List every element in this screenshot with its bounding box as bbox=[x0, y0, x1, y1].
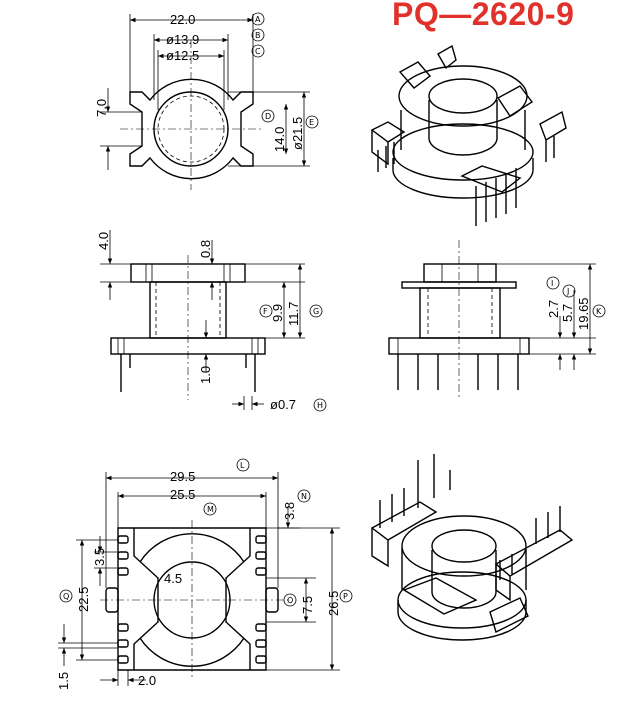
tag-h: H bbox=[317, 401, 323, 410]
dim-c: ø12.5 bbox=[166, 48, 199, 63]
dim-wall: 0.8 bbox=[198, 240, 213, 258]
dim-top-flange: 4.0 bbox=[96, 232, 111, 250]
dim-gap: 2.0 bbox=[138, 673, 156, 688]
top-view: 22.0 ø13.9 ø12.5 A B C 7.0 14.0 ø21.5 D … bbox=[94, 12, 319, 190]
iso-view-bottom bbox=[370, 454, 574, 641]
tag-m: M bbox=[207, 505, 214, 514]
dim-p: 26.5 bbox=[326, 591, 341, 616]
dim-k: 19.65 bbox=[576, 297, 591, 330]
tag-b: B bbox=[255, 31, 261, 40]
dim-base: 1.0 bbox=[198, 366, 213, 384]
dim-h: ø0.7 bbox=[270, 397, 296, 412]
dim-pin: 1.5 bbox=[56, 672, 71, 690]
tag-p: P bbox=[343, 592, 348, 601]
tag-f: F bbox=[263, 307, 268, 316]
iso-view-top bbox=[370, 44, 567, 226]
dim-pitch: 3.5 bbox=[92, 548, 107, 566]
dim-d: 14.0 bbox=[272, 127, 287, 152]
dim-m: 25.5 bbox=[170, 487, 195, 502]
dim-l: 29.5 bbox=[170, 469, 195, 484]
tag-q: Q bbox=[63, 592, 69, 601]
dim-a: 22.0 bbox=[170, 12, 195, 27]
dim-b: ø13.9 bbox=[166, 32, 199, 47]
tag-g: G bbox=[313, 307, 319, 316]
dim-g: 11.7 bbox=[286, 302, 301, 326]
tag-e: E bbox=[309, 118, 314, 127]
tag-a: A bbox=[255, 15, 261, 24]
front-view: 4.0 0.8 9.9 11.7 F G 1.0 ø0.7 H bbox=[96, 230, 327, 412]
bottom-view: 29.5 25.5 L M 3.8 N 3.5 4.5 7.5 O bbox=[56, 458, 353, 690]
tag-j: J bbox=[566, 287, 569, 296]
dim-f: 9.9 bbox=[270, 304, 285, 322]
tag-l: L bbox=[240, 461, 245, 470]
side-view: 2.7 5.7 19.65 I J K bbox=[388, 240, 606, 400]
tag-k: K bbox=[596, 307, 602, 316]
dim-q: 22.5 bbox=[76, 587, 91, 612]
dim-i: 2.7 bbox=[546, 300, 561, 318]
tag-d: D bbox=[265, 112, 271, 121]
dim-j: 5.7 bbox=[560, 304, 575, 322]
tag-o: O bbox=[287, 596, 293, 605]
dim-o: 7.5 bbox=[300, 596, 315, 614]
dim-inner: 4.5 bbox=[164, 571, 182, 586]
dim-left: 7.0 bbox=[94, 99, 109, 117]
dim-e: ø21.5 bbox=[290, 117, 305, 150]
part-title: PQ—2620-9 bbox=[392, 0, 575, 32]
tag-i: I bbox=[551, 279, 553, 288]
tag-c: C bbox=[255, 47, 261, 56]
dim-n: 3.8 bbox=[282, 502, 297, 520]
tag-n: N bbox=[301, 492, 307, 501]
